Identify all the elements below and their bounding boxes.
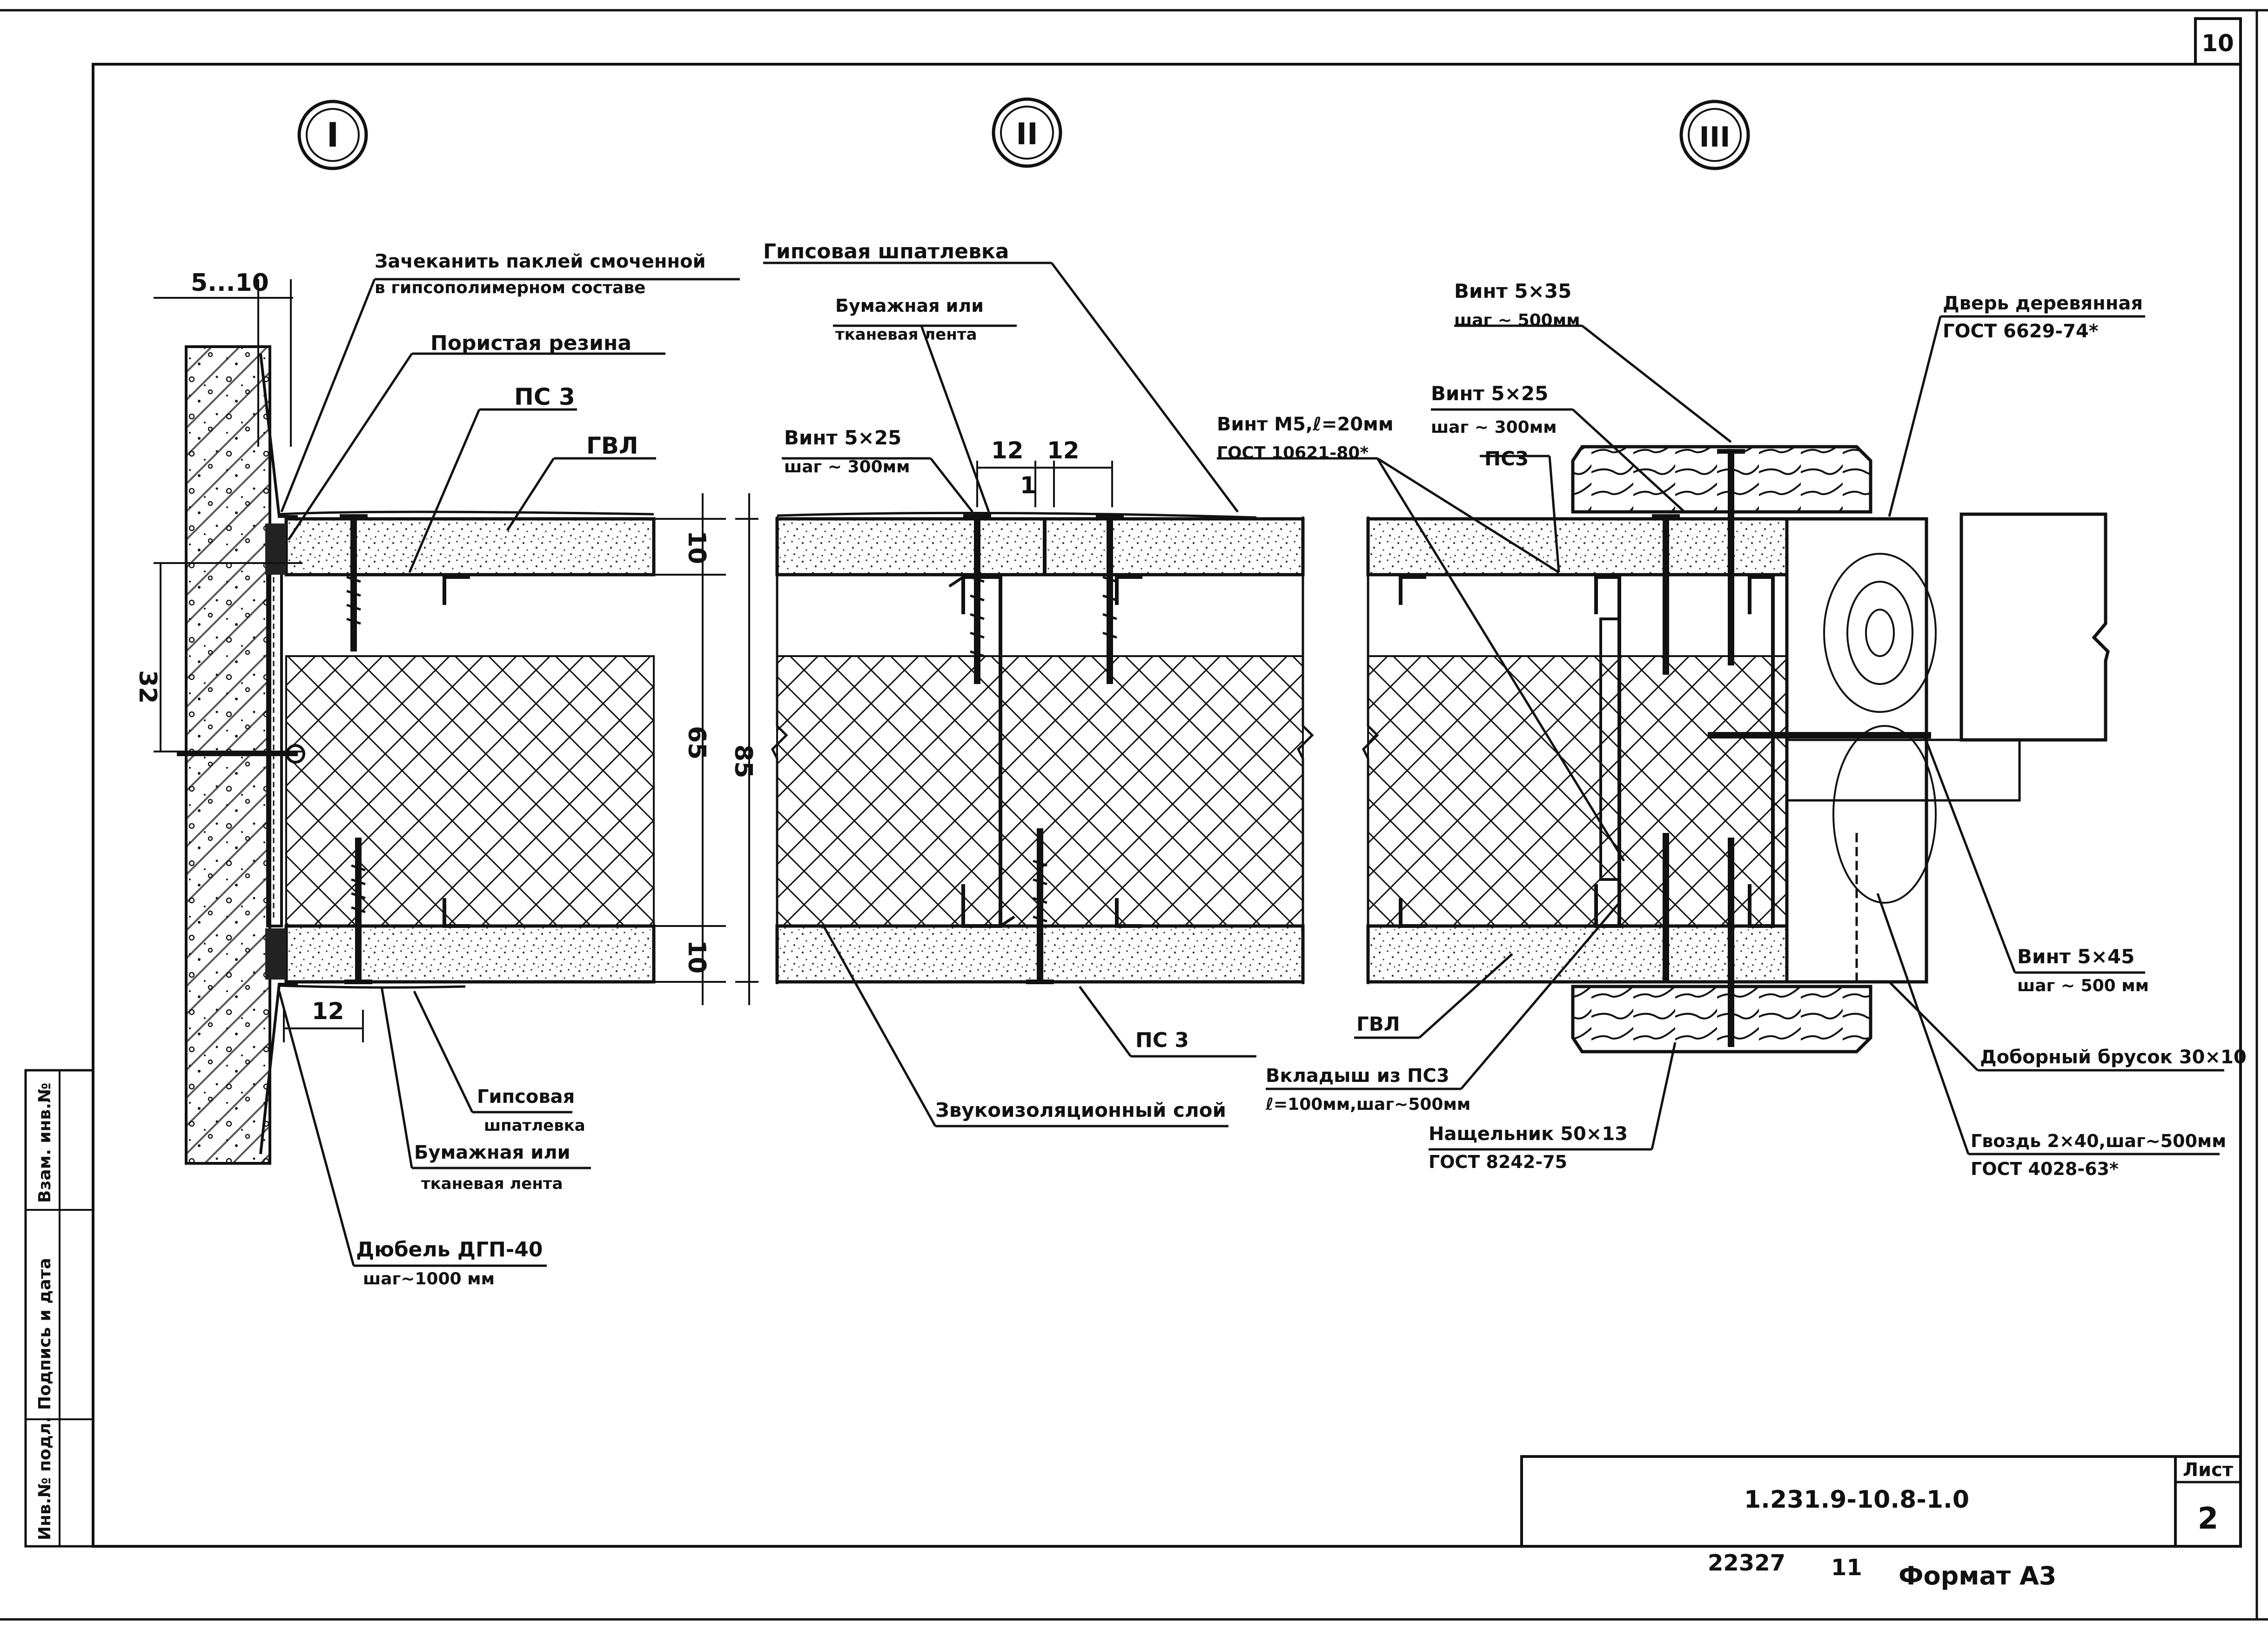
label-nail-line1: Гвоздь 2×40,шаг~500мм: [1971, 1131, 2226, 1151]
label-door-line1: Дверь деревянная: [1943, 293, 2143, 314]
label-insert-line1: Вкладыш из ПС3: [1266, 1065, 1449, 1087]
dim-12-b: 12: [1047, 437, 1080, 464]
section-marker-3: III: [1679, 100, 1750, 170]
order-subnumber: 11: [1831, 1555, 1862, 1581]
label-screw-5x45-line1: Винт 5×45: [2017, 945, 2134, 968]
label-caulk-line2: в гипсополимерном составе: [375, 278, 645, 297]
label-insert-line2: ℓ=100мм,шаг~500мм: [1265, 1095, 1470, 1114]
dim-85: 85: [729, 745, 757, 778]
label-gvl-b: ГВЛ: [1356, 1013, 1400, 1035]
sheet-number: 2: [2198, 1502, 2219, 1536]
section-marker-1-label: I: [327, 115, 339, 154]
label-ps3-c: ПС 3: [1135, 1028, 1189, 1052]
label-tape-bottom-line2: тканевая лента: [421, 1175, 563, 1193]
label-dowel-line1: Дюбель ДГП-40: [356, 1238, 543, 1262]
section-1-drawing: [177, 345, 656, 1165]
dim-10-bottom: 10: [683, 940, 711, 973]
dimension-lines: [154, 279, 1113, 1042]
section-marker-2-label: II: [1016, 117, 1038, 152]
section-3-drawing: [1362, 445, 2110, 1054]
sheet-frame: [0, 9, 2268, 1621]
stamp-inventory-original: Инв.№ подл.: [35, 1416, 54, 1540]
label-porous-rubber: Пористая резина: [430, 331, 631, 355]
paper-format: Формат А3: [1899, 1561, 2056, 1591]
label-screw-5x45-line2: шаг ~ 500 мм: [2017, 976, 2149, 995]
label-door-line2: ГОСТ 6629-74*: [1943, 321, 2099, 342]
label-nail-line2: ГОСТ 4028-63*: [1971, 1159, 2119, 1179]
label-screw-5x25b-line1: Винт 5×25: [1431, 382, 1548, 405]
dim-65: 65: [683, 726, 711, 759]
section-marker-1: I: [297, 100, 368, 170]
dim-12-left: 12: [312, 998, 344, 1025]
label-screw-5x25-line2: шаг ~ 300мм: [784, 457, 910, 477]
stamp-replacement-inventory: Взам. инв.№: [35, 1083, 54, 1203]
label-ps3-b: ПС3: [1484, 447, 1529, 470]
sheet-number-top: 10: [2201, 30, 2234, 57]
dim-10-top: 10: [683, 530, 711, 564]
label-gypsum-putty-bottom-line1: Гипсовая: [477, 1086, 575, 1107]
label-tape-bottom-line1: Бумажная или: [414, 1142, 570, 1163]
label-gypsum-putty-bottom-line2: шпатлевка: [484, 1116, 585, 1135]
label-screw-5x25-line1: Винт 5×25: [784, 426, 901, 449]
label-screw-m5-line1: Винт М5,ℓ=20мм: [1217, 414, 1394, 435]
title-block: [1520, 1455, 2242, 1548]
callout-labels: Зачеканить паклей смоченной в гипсополим…: [356, 240, 2247, 1289]
order-number: 22327: [1708, 1550, 1785, 1576]
stamp-signature-date: Подпись и дата: [35, 1258, 54, 1410]
label-dowel-line2: шаг~1000 мм: [363, 1269, 495, 1289]
label-screw-m5-line2: ГОСТ 10621-80*: [1217, 443, 1369, 463]
leader-lines: [278, 262, 2224, 1267]
sheet-label: Лист: [2183, 1459, 2234, 1481]
label-gvl-a: ГВЛ: [586, 432, 638, 459]
label-screw-5x35-line1: Винт 5×35: [1454, 280, 1571, 302]
label-ps3-a: ПС 3: [514, 383, 575, 410]
dim-32: 32: [134, 670, 161, 704]
label-strip-line2: ГОСТ 8242-75: [1429, 1152, 1567, 1172]
label-bar-30x10: Доборный брусок 30×10: [1980, 1047, 2247, 1068]
label-strip-line1: Нащельник 50×13: [1429, 1123, 1628, 1145]
label-gypsum-putty-top: Гипсовая шпатлевка: [763, 240, 1009, 263]
label-screw-5x25b-line2: шаг ~ 300мм: [1431, 418, 1557, 437]
section-marker-2: II: [992, 97, 1062, 168]
section-marker-3-label: III: [1699, 121, 1731, 154]
dim-12-a: 12: [991, 437, 1024, 464]
label-tape-line2: тканевая лента: [835, 325, 977, 344]
label-screw-5x35-line2: шаг ~ 500мм: [1454, 311, 1580, 330]
label-caulk-line1: Зачеканить паклей смоченной: [375, 251, 706, 272]
document-code: 1.231.9-10.8-1.0: [1744, 1486, 1969, 1514]
label-sound-insulation: Звукоизоляционный слой: [935, 1099, 1226, 1121]
left-stamp: [24, 1069, 94, 1548]
dim-1: 1: [1020, 472, 1036, 499]
dim-gap: 5...10: [191, 269, 269, 297]
label-tape-line1: Бумажная или: [835, 295, 984, 316]
section-2-drawing: [771, 511, 1314, 984]
